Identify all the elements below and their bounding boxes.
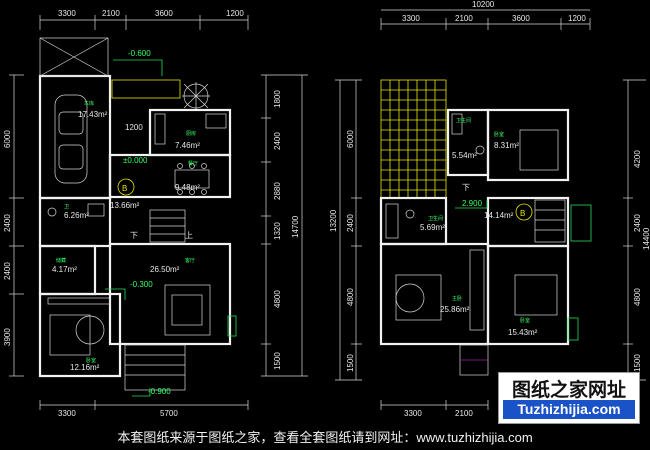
area-wc: 6.26m² (64, 211, 89, 220)
level-front: -0.900 (148, 387, 171, 396)
footer-caption: 本套图纸来源于图纸之家，查看全套图纸请到网址：www.tuzhizhijia.c… (0, 426, 650, 450)
room-wc: 卫 (64, 204, 69, 210)
area-landing: 14.14m² (484, 211, 514, 220)
left-dim-bottom-1: 3300 (58, 409, 76, 418)
area-hall: 13.66m² (110, 201, 140, 210)
room-bedroom-2: 卧室 (494, 131, 504, 138)
left-floor-plan: 3300 2100 3600 1200 6000 2400 2400 3900 … (3, 9, 308, 418)
left-dim-inner: 1200 (125, 123, 143, 132)
watermark-cn: 图纸之家网址 (511, 380, 626, 401)
left-dim-right-1: 1800 (273, 90, 282, 108)
right-dim-left-total: 13200 (329, 209, 338, 232)
left-dim-right-6: 1500 (273, 352, 282, 370)
right-floor-plan: 10200 3300 2100 3600 1200 13200 6000 240… (329, 0, 650, 418)
left-dim-right-5: 4800 (273, 290, 282, 308)
area-garage: 17.43m² (78, 110, 108, 119)
watermark-en: Tuzhizhijia.com (503, 400, 635, 419)
right-dim-left-4: 1500 (346, 354, 355, 372)
left-dim-top-1: 3300 (58, 9, 76, 18)
right-dim-right-2: 2400 (633, 214, 642, 232)
room-bath-2: 卫生间 (428, 215, 443, 222)
right-dim-bottom-1: 3300 (404, 409, 422, 418)
watermark-logo: 图纸之家网址 Tuzhizhijia.com (498, 372, 640, 424)
right-dim-left-3: 4800 (346, 288, 355, 306)
level-ground: ±0.000 (123, 156, 148, 165)
room-living: 客厅 (185, 257, 195, 264)
axis-b-right: B (520, 209, 525, 218)
right-dim-right-4: 1500 (633, 354, 642, 372)
left-dim-left-2: 2400 (3, 214, 12, 232)
plant-icon (182, 82, 210, 110)
level-entrance: -0.600 (128, 49, 151, 58)
right-dim-top-total: 10200 (472, 0, 495, 9)
right-dim-left-2: 2400 (346, 214, 355, 232)
room-dining: 餐厅 (188, 160, 198, 167)
floor-plan-drawing: 3300 2100 3600 1200 6000 2400 2400 3900 … (3, 0, 650, 418)
room-bedroom: 卧室 (86, 357, 96, 364)
room-bedroom-3: 卧室 (520, 317, 530, 324)
axis-b-left: B (122, 184, 127, 193)
left-dim-right-4: 1320 (273, 222, 282, 240)
room-kitchen: 厨房 (186, 130, 196, 137)
area-bath-1: 5.54m² (452, 151, 477, 160)
right-dim-right-total: 14400 (642, 227, 650, 250)
right-dim-top-2: 2100 (455, 14, 473, 23)
left-dim-left-3: 2400 (3, 262, 12, 280)
area-bedroom-3: 15.43m² (508, 328, 538, 337)
right-dim-bottom-2: 2100 (455, 409, 473, 418)
stair-marker-right: 下 (462, 183, 470, 192)
area-dining: 9.48m² (175, 183, 200, 192)
left-dim-right-2: 2400 (273, 132, 282, 150)
left-dim-right-total: 14700 (291, 215, 300, 238)
right-dim-right-3: 4800 (633, 288, 642, 306)
left-dim-top-3: 3600 (155, 9, 173, 18)
left-dim-right-3: 2880 (273, 182, 282, 200)
right-dim-top-4: 1200 (568, 14, 586, 23)
right-dim-left-1: 6000 (346, 130, 355, 148)
area-master: 25.86m² (440, 305, 470, 314)
left-dim-left-4: 3900 (3, 328, 12, 346)
right-dim-top-3: 3600 (512, 14, 530, 23)
right-dim-right-1: 4200 (633, 150, 642, 168)
right-dim-top-1: 3300 (402, 14, 420, 23)
area-storage: 4.17m² (52, 265, 77, 274)
area-living: 26.50m² (150, 265, 180, 274)
room-garage: 车库 (84, 100, 94, 107)
area-bedroom: 12.16m² (70, 363, 100, 372)
level-upper: 2.900 (462, 199, 483, 208)
pergola-grid (380, 79, 447, 199)
room-storage: 储藏 (56, 257, 66, 264)
area-bedroom-2: 8.31m² (494, 141, 519, 150)
room-master: 主卧 (452, 295, 462, 302)
left-dim-left-1: 6000 (3, 130, 12, 148)
area-kitchen: 7.46m² (175, 141, 200, 150)
room-bath-1: 卫生间 (456, 117, 471, 124)
left-dim-bottom-2: 5700 (160, 409, 178, 418)
level-living: -0.300 (130, 280, 153, 289)
area-bath-2: 5.69m² (420, 223, 445, 232)
stair-up-marker: 上 (185, 231, 193, 240)
stair-down-marker: 下 (130, 231, 138, 240)
left-dim-top-4: 1200 (226, 9, 244, 18)
left-dim-top-2: 2100 (102, 9, 120, 18)
